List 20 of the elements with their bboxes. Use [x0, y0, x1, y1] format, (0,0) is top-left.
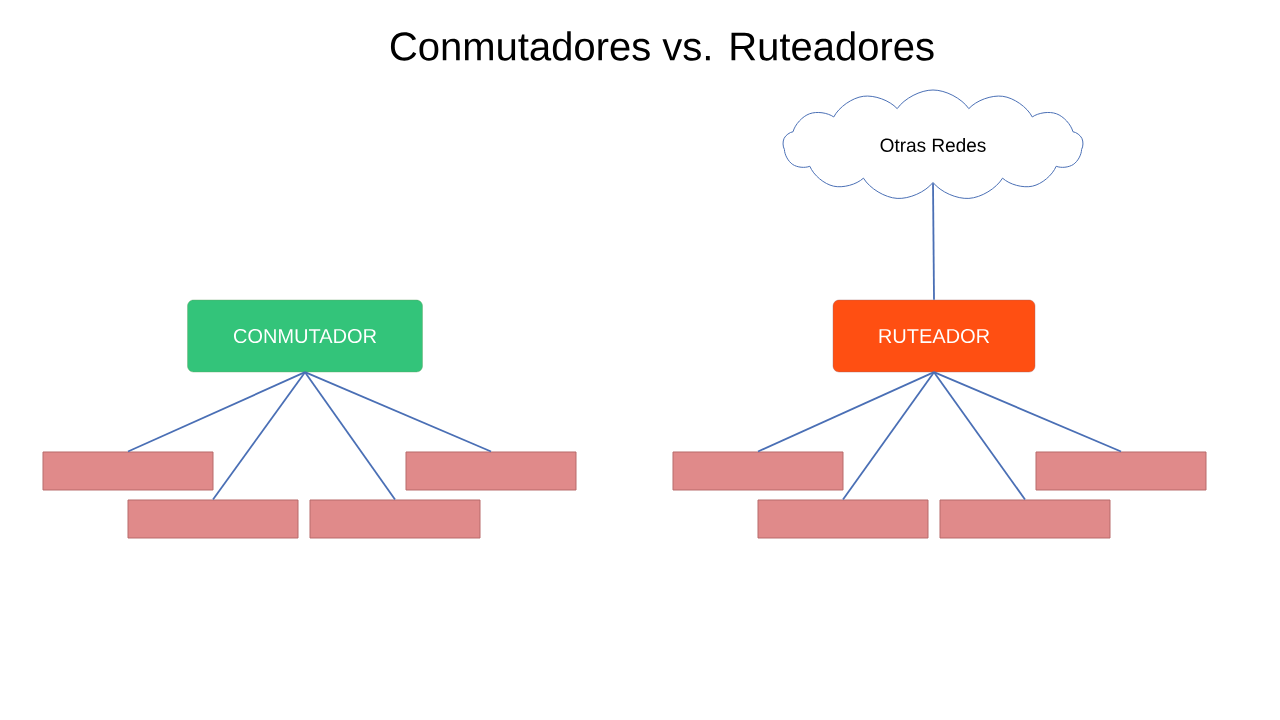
device-bar: [309, 499, 481, 539]
connector-line: [757, 371, 935, 453]
network-cloud: Otras Redes: [782, 89, 1084, 199]
connector-line: [842, 371, 935, 501]
connector-line: [212, 371, 306, 501]
router-box: RUTEADOR: [832, 299, 1036, 373]
device-bar: [672, 451, 844, 491]
connector-line: [933, 371, 1026, 501]
device-bar: [405, 451, 577, 491]
device-bar: [127, 499, 299, 539]
slide-title: Conmutadores vs. Ruteadores: [390, 31, 934, 61]
connector-line: [127, 371, 306, 453]
connector-line: [304, 371, 396, 501]
switch-box: CONMUTADOR: [187, 299, 423, 373]
device-bar: [757, 499, 929, 539]
device-bar: [42, 451, 214, 491]
connector-line: [304, 371, 492, 453]
device-bar: [1035, 451, 1207, 491]
connector-line: [933, 371, 1122, 453]
device-bar: [939, 499, 1111, 539]
